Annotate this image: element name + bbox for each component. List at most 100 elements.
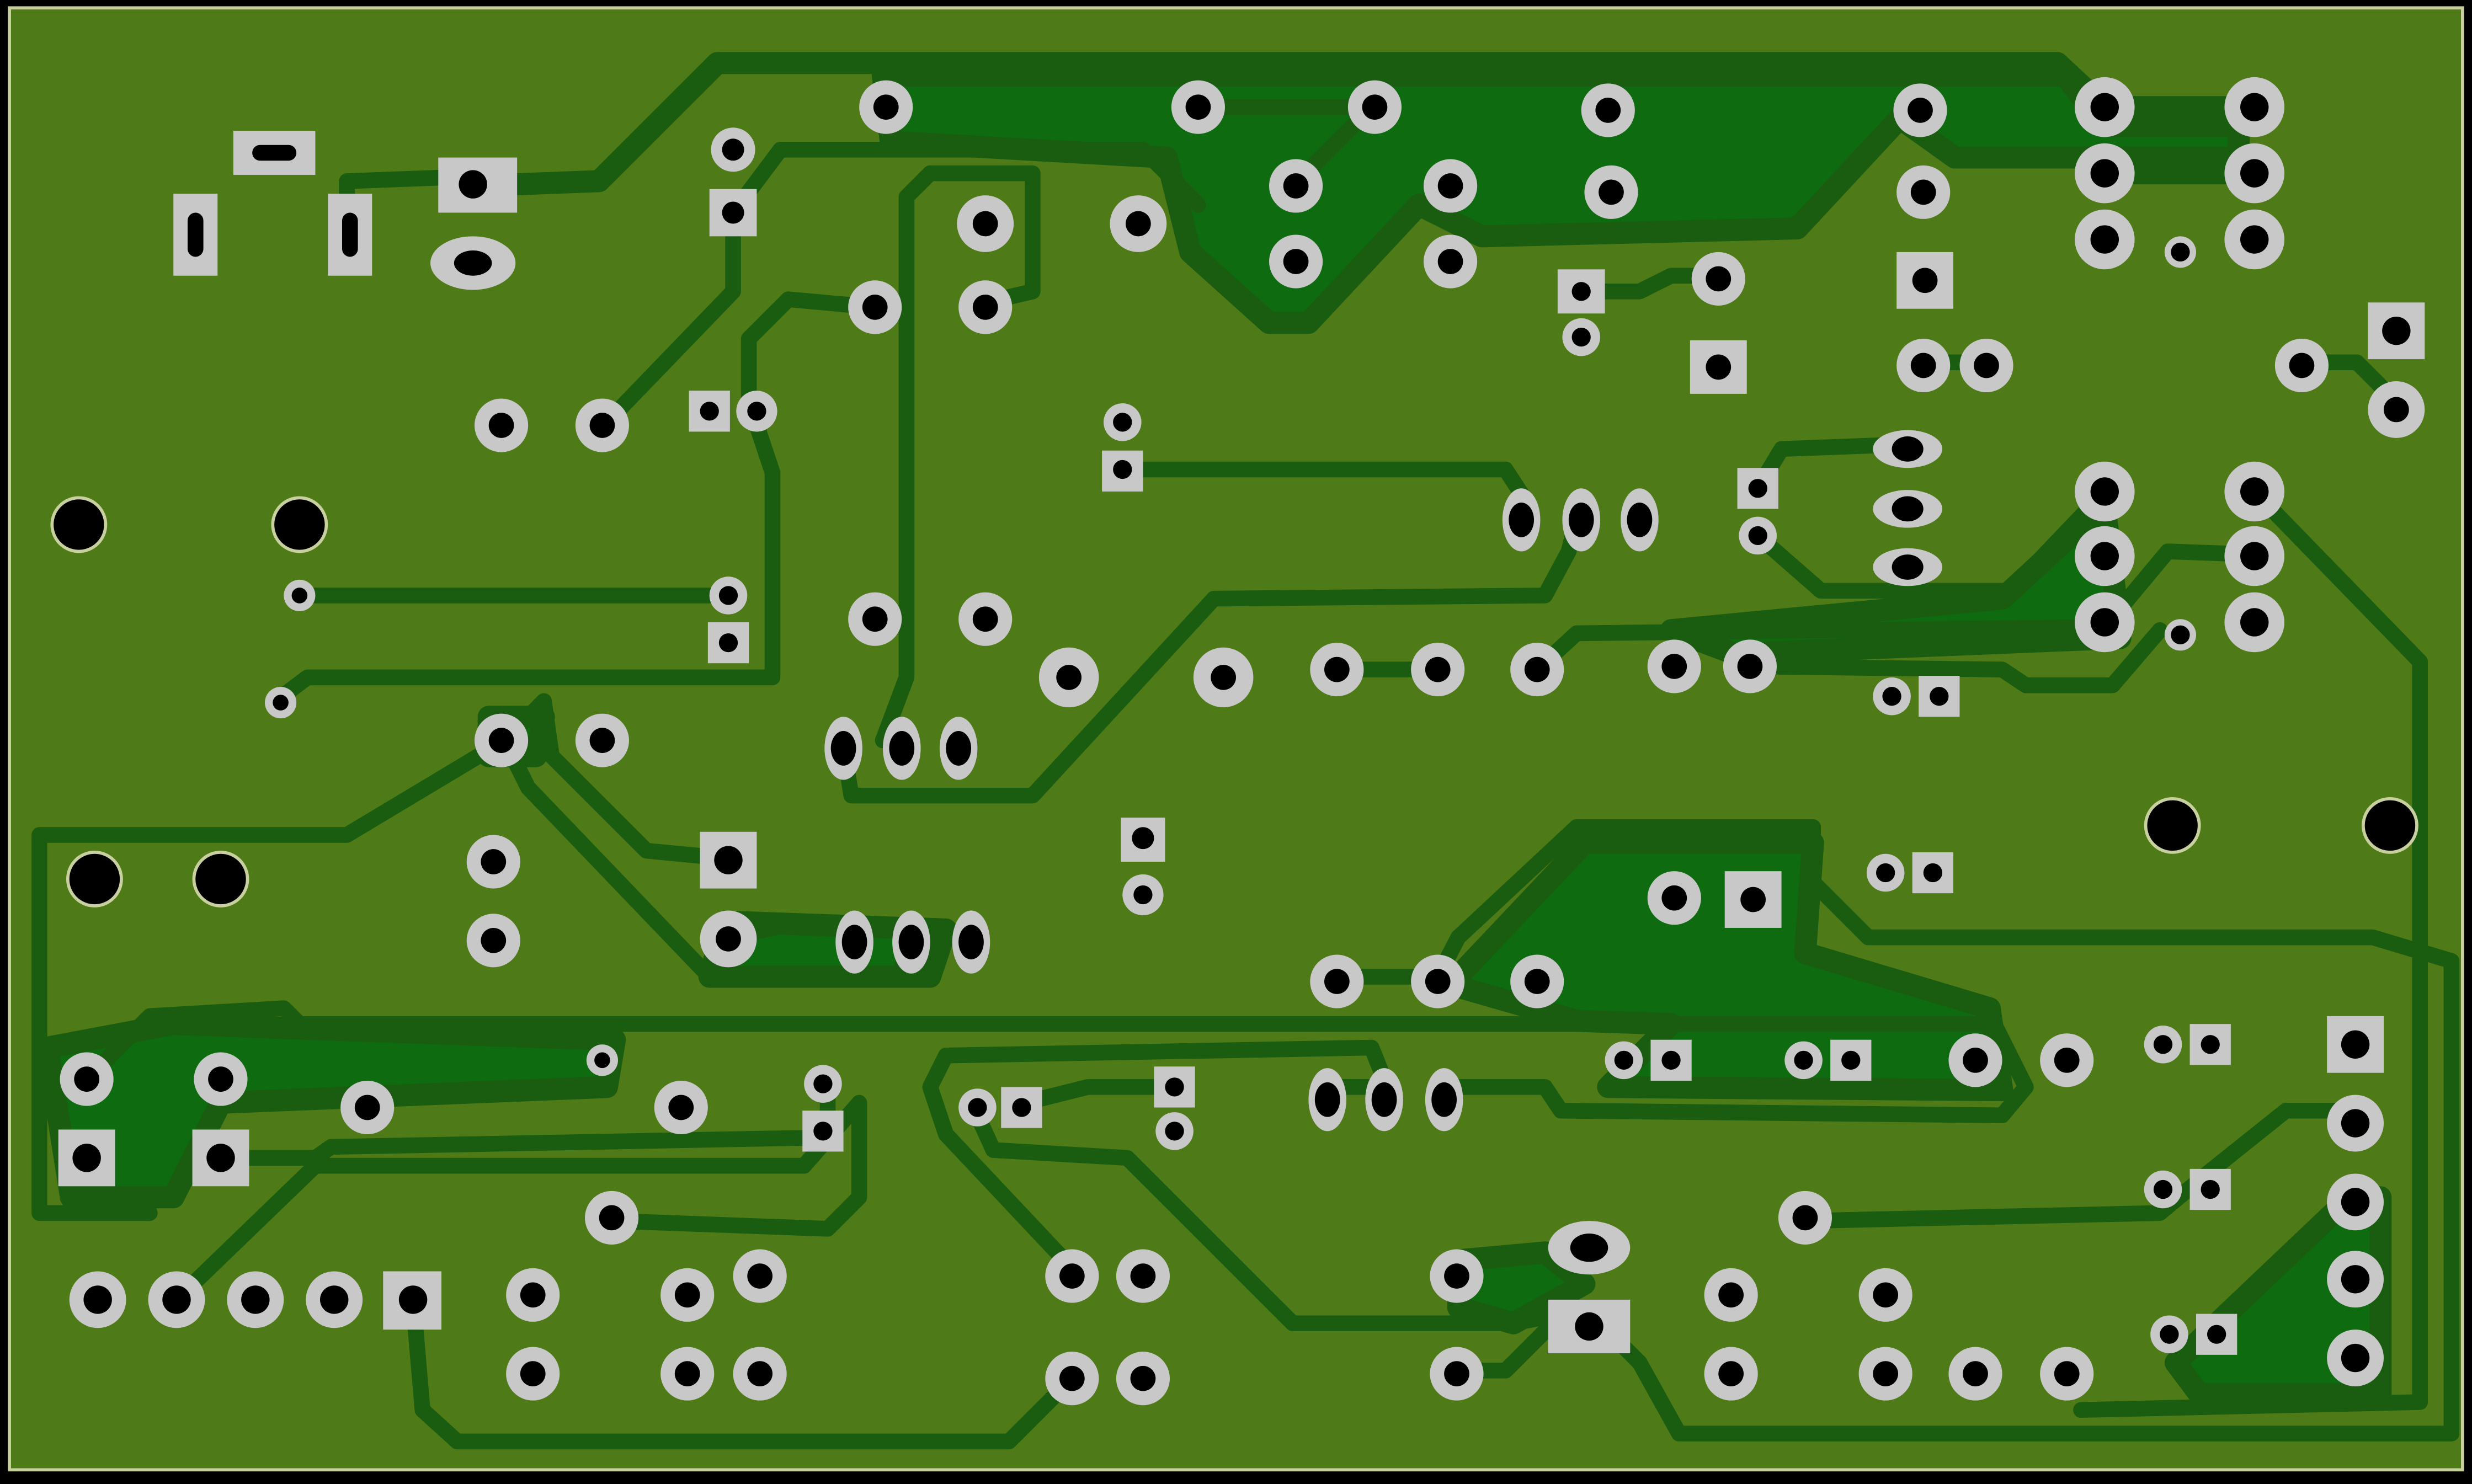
drill-hole [1910, 353, 1936, 378]
drill-hole [718, 633, 738, 653]
drill-hole [2240, 477, 2269, 506]
drill-hole [830, 731, 856, 766]
drill-hole [718, 586, 738, 605]
drill-hole [1371, 1082, 1397, 1117]
copper-trace [405, 1291, 1080, 1450]
mounting-hole [2362, 797, 2418, 854]
drill-hole [1126, 211, 1151, 237]
drill-hole [481, 849, 507, 874]
drill-hole [1963, 1361, 1988, 1386]
copper-trace [875, 165, 938, 749]
drill-hole [2240, 608, 2269, 637]
drill-hole [594, 1052, 610, 1069]
drill-hole [2289, 353, 2315, 378]
drill-hole [2160, 1325, 2179, 1344]
drill-hole [74, 1066, 99, 1092]
drill-hole [813, 1122, 833, 1141]
drill-hole [1283, 173, 1309, 199]
drill-hole [1737, 654, 1763, 679]
drill-hole [1132, 827, 1154, 850]
drill-hole [889, 731, 915, 766]
drill-hole [2054, 1047, 2080, 1073]
drill-hole [1568, 502, 1594, 537]
drill-hole [1841, 1050, 1861, 1070]
drill-hole [2090, 93, 2119, 121]
drill-hole [1627, 502, 1653, 537]
drill-hole [1661, 654, 1687, 679]
drill-hole [2341, 1109, 2370, 1138]
drill-hole [841, 925, 867, 960]
drill-hole [72, 1144, 101, 1172]
drill-hole [1444, 1361, 1469, 1386]
drill-hole [1794, 1050, 1813, 1070]
drill-hole [1873, 1282, 1898, 1308]
drill-hole [1930, 687, 1949, 706]
drill-hole [1614, 1050, 1633, 1070]
drill-hole [862, 295, 888, 320]
drill-hole [488, 413, 514, 438]
drill-hole [1876, 863, 1895, 883]
drill-hole [2341, 1030, 2370, 1059]
mounting-hole [66, 851, 123, 908]
drill-hole [2382, 316, 2411, 345]
drill-hole [459, 170, 487, 199]
drill-hole [674, 1361, 700, 1386]
drill-hole [520, 1282, 546, 1308]
drill-hole [2384, 397, 2409, 423]
drill-hole [1792, 1205, 1818, 1231]
drill-hole [188, 212, 204, 257]
drill-hole [1059, 1263, 1085, 1289]
drill-hole [1748, 479, 1767, 498]
drill-hole [2171, 242, 2190, 262]
drill-hole [716, 926, 741, 952]
mounting-hole [271, 496, 328, 553]
drill-hole [1133, 885, 1153, 905]
drill-hole [1113, 413, 1132, 432]
copper-trace [969, 819, 2460, 1442]
drill-hole [481, 927, 507, 953]
drill-hole [2171, 625, 2190, 644]
drill-hole [354, 1095, 380, 1120]
drill-hole [1437, 173, 1463, 199]
drill-hole [1706, 354, 1732, 380]
drill-hole [668, 1095, 694, 1120]
drill-hole [1113, 460, 1132, 479]
drill-hole [1425, 969, 1451, 994]
drill-hole [1431, 1082, 1457, 1117]
drill-hole [1185, 94, 1211, 120]
drill-hole [273, 695, 289, 711]
drill-hole [2054, 1361, 2080, 1386]
drill-hole [1963, 1047, 1988, 1073]
copper-trace [1742, 622, 2168, 693]
drill-hole [722, 138, 744, 161]
drill-hole [1974, 353, 1999, 378]
mounting-hole [50, 496, 108, 553]
drill-hole [2201, 1179, 2220, 1199]
drill-hole [1437, 249, 1463, 274]
drill-hole [2240, 93, 2269, 121]
drill-hole [1661, 1050, 1681, 1070]
drill-hole [873, 94, 899, 120]
drill-hole [898, 925, 924, 960]
drill-hole [1892, 554, 1924, 580]
drill-hole [241, 1285, 270, 1314]
drill-hole [1444, 1263, 1469, 1289]
drill-hole [1211, 665, 1236, 690]
drill-hole [1748, 526, 1767, 546]
drill-hole [599, 1205, 625, 1231]
drill-hole [1324, 656, 1350, 682]
drill-hole [1524, 656, 1550, 682]
pour-top [872, 65, 2250, 334]
drill-hole [1283, 249, 1309, 274]
drill-hole [1912, 268, 1938, 293]
drill-hole [2341, 1343, 2370, 1373]
drill-hole [1056, 665, 1082, 690]
copper-trace [2073, 483, 2428, 1418]
drill-hole [2090, 477, 2119, 506]
drill-hole [747, 1263, 772, 1289]
drill-hole [520, 1361, 546, 1386]
drill-hole [862, 606, 888, 632]
drill-hole [972, 211, 998, 237]
copper-trace [462, 52, 2116, 197]
drill-hole [958, 925, 984, 960]
